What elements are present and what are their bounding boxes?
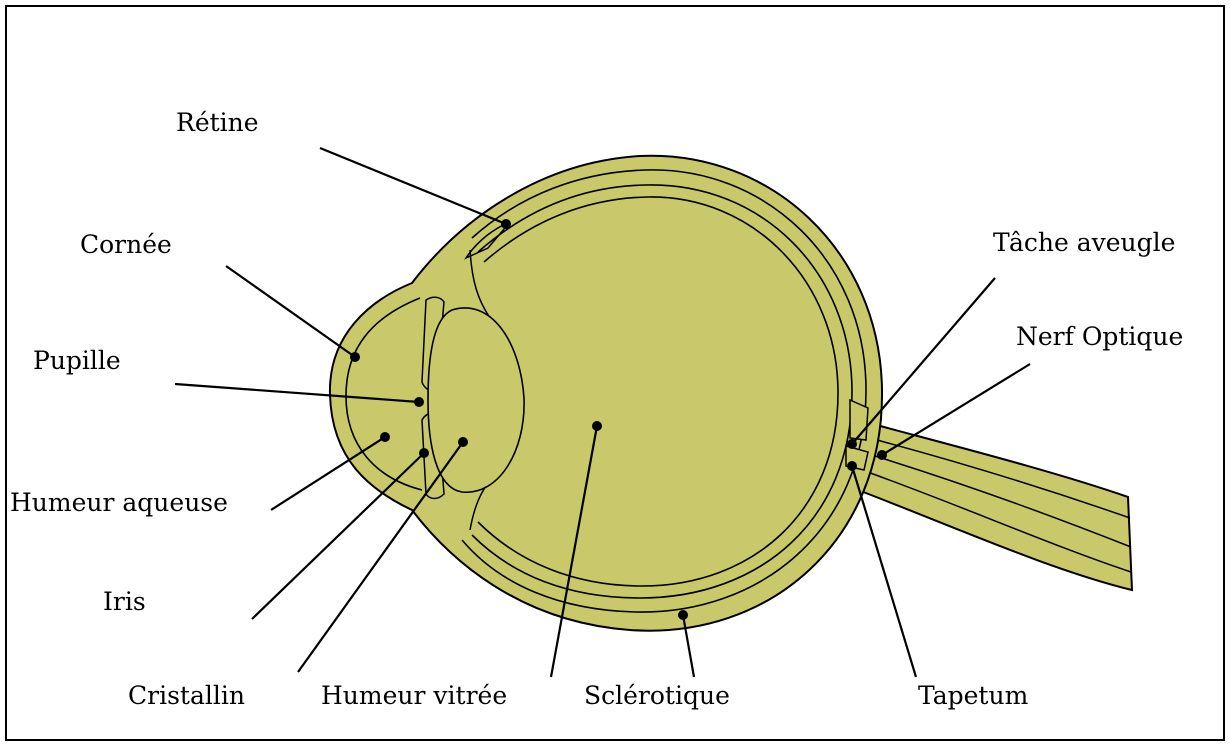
label-pupille: Pupille [33, 346, 121, 375]
label-iris: Iris [103, 587, 146, 616]
dot-tapetum [847, 461, 857, 471]
sclera-outer [330, 156, 882, 631]
dot-nerf-optique [877, 450, 887, 460]
label-nerf-optique: Nerf Optique [1016, 322, 1183, 351]
label-cornee: Cornée [80, 230, 172, 259]
dot-humeur-vitree [592, 421, 602, 431]
dot-sclerotique [678, 610, 688, 620]
label-humeur-vitree: Humeur vitrée [321, 681, 507, 710]
dot-iris [419, 448, 429, 458]
dot-humeur-aqueuse [380, 432, 390, 442]
label-cristallin: Cristallin [128, 681, 245, 710]
dot-cornee [350, 352, 360, 362]
pointer-iris [252, 453, 424, 619]
dot-tache-aveugle [847, 439, 857, 449]
label-humeur-aqueuse: Humeur aqueuse [10, 488, 228, 517]
optic-disc [850, 400, 868, 440]
dot-retine [501, 219, 511, 229]
pointer-nerf-optique [882, 364, 1030, 455]
label-sclerotique: Sclérotique [584, 681, 730, 710]
label-tache-aveugle: Tâche aveugle [993, 228, 1175, 257]
label-tapetum: Tapetum [918, 681, 1029, 710]
label-retine: Rétine [176, 108, 259, 137]
dot-cristallin [458, 437, 468, 447]
eye-illustration [330, 156, 1132, 631]
pointer-cornee [226, 266, 355, 357]
dot-pupille [414, 397, 424, 407]
pointer-retine [320, 148, 506, 224]
